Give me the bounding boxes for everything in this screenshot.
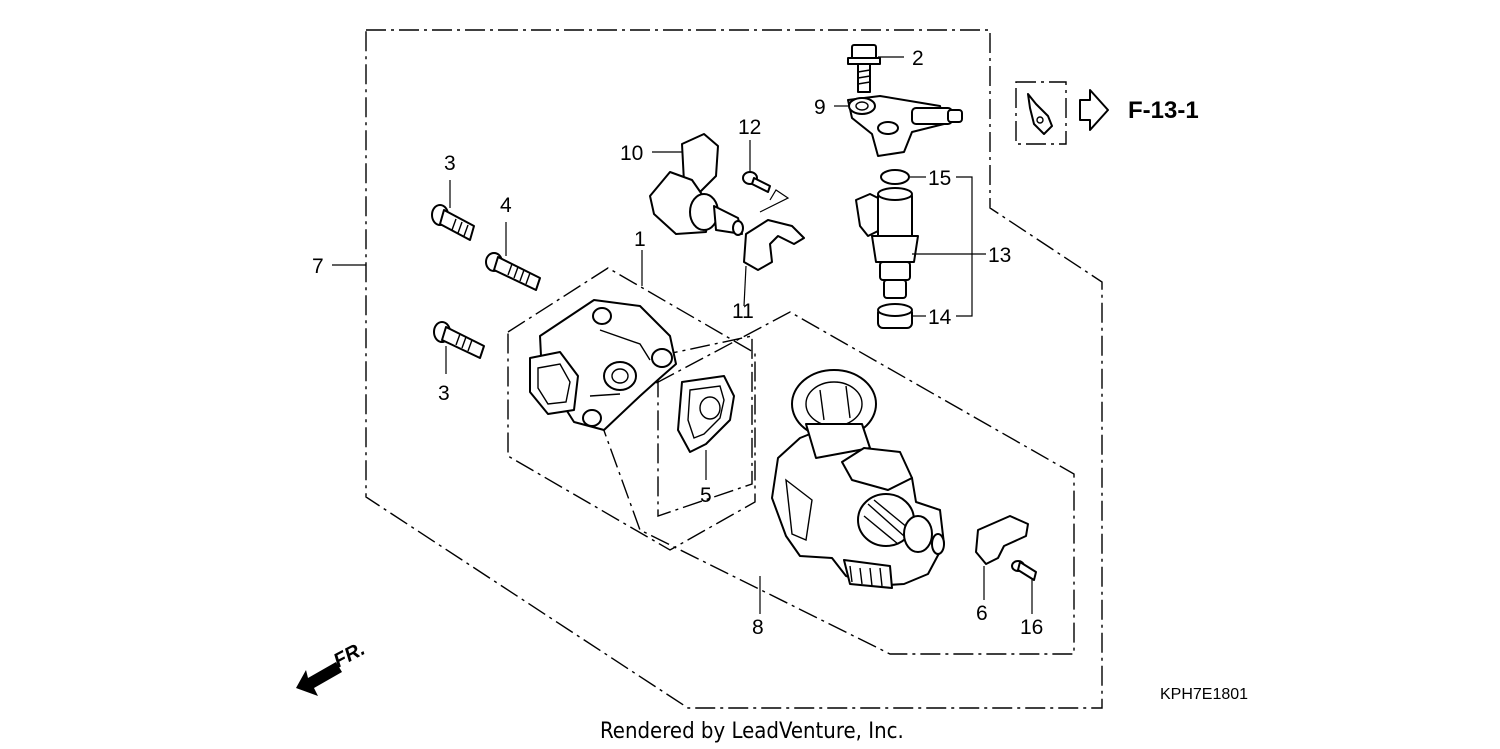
sensor-10: [649, 133, 744, 236]
front-direction-indicator: FR.: [296, 638, 369, 696]
callout-15[interactable]: 15: [928, 167, 951, 190]
bolt-3-bottom: [433, 321, 485, 359]
fuel-injector-13: [855, 187, 919, 299]
callout-11[interactable]: 11: [732, 300, 754, 323]
callout-13[interactable]: 13: [988, 244, 1011, 267]
callout-1[interactable]: 1: [634, 228, 646, 251]
throttle-body-8: [771, 369, 945, 589]
bracket-6: [975, 515, 1029, 565]
assembly-boundary-5: [657, 335, 753, 517]
assembly-boundary-8: [597, 311, 1075, 655]
credit-text: Rendered by LeadVenture, Inc.: [600, 719, 904, 744]
callout-3-bottom[interactable]: 3: [438, 382, 450, 405]
callout-4[interactable]: 4: [500, 194, 512, 217]
callout-5[interactable]: 5: [700, 484, 712, 507]
clip-icon: [1027, 93, 1053, 135]
bolt-4: [485, 252, 541, 291]
gasket-5: [677, 375, 735, 453]
reference-arrow-icon[interactable]: [1079, 89, 1109, 131]
bolt-2: [847, 44, 881, 93]
callout-12[interactable]: 12: [738, 116, 761, 139]
seal-14: [877, 303, 913, 329]
sensor-housing-1: [529, 299, 677, 431]
leader-lines: [332, 56, 1033, 614]
bracket-11: [743, 219, 805, 271]
reference-box: [1015, 81, 1067, 145]
bolt-3-top: [431, 204, 475, 241]
diagram-code: KPH7E1801: [1160, 686, 1248, 703]
callout-9[interactable]: 9: [814, 96, 826, 119]
callout-3-top[interactable]: 3: [444, 152, 456, 175]
o-ring-15: [880, 169, 910, 185]
screw-16: [1011, 560, 1037, 581]
callout-16[interactable]: 16: [1020, 616, 1043, 639]
callout-10[interactable]: 10: [620, 142, 643, 165]
screw-12: [742, 171, 771, 193]
injector-joint-9: [847, 95, 963, 157]
callout-14[interactable]: 14: [928, 306, 952, 329]
callout-8[interactable]: 8: [752, 616, 764, 639]
callout-2[interactable]: 2: [912, 47, 924, 70]
callout-6[interactable]: 6: [976, 602, 988, 625]
assembly-boundary-7: [365, 29, 1103, 709]
front-arrow-icon: [296, 662, 342, 696]
reference-label[interactable]: F-13-1: [1128, 97, 1199, 124]
callout-7[interactable]: 7: [312, 255, 324, 278]
assembly-boundary-1: [507, 267, 756, 551]
